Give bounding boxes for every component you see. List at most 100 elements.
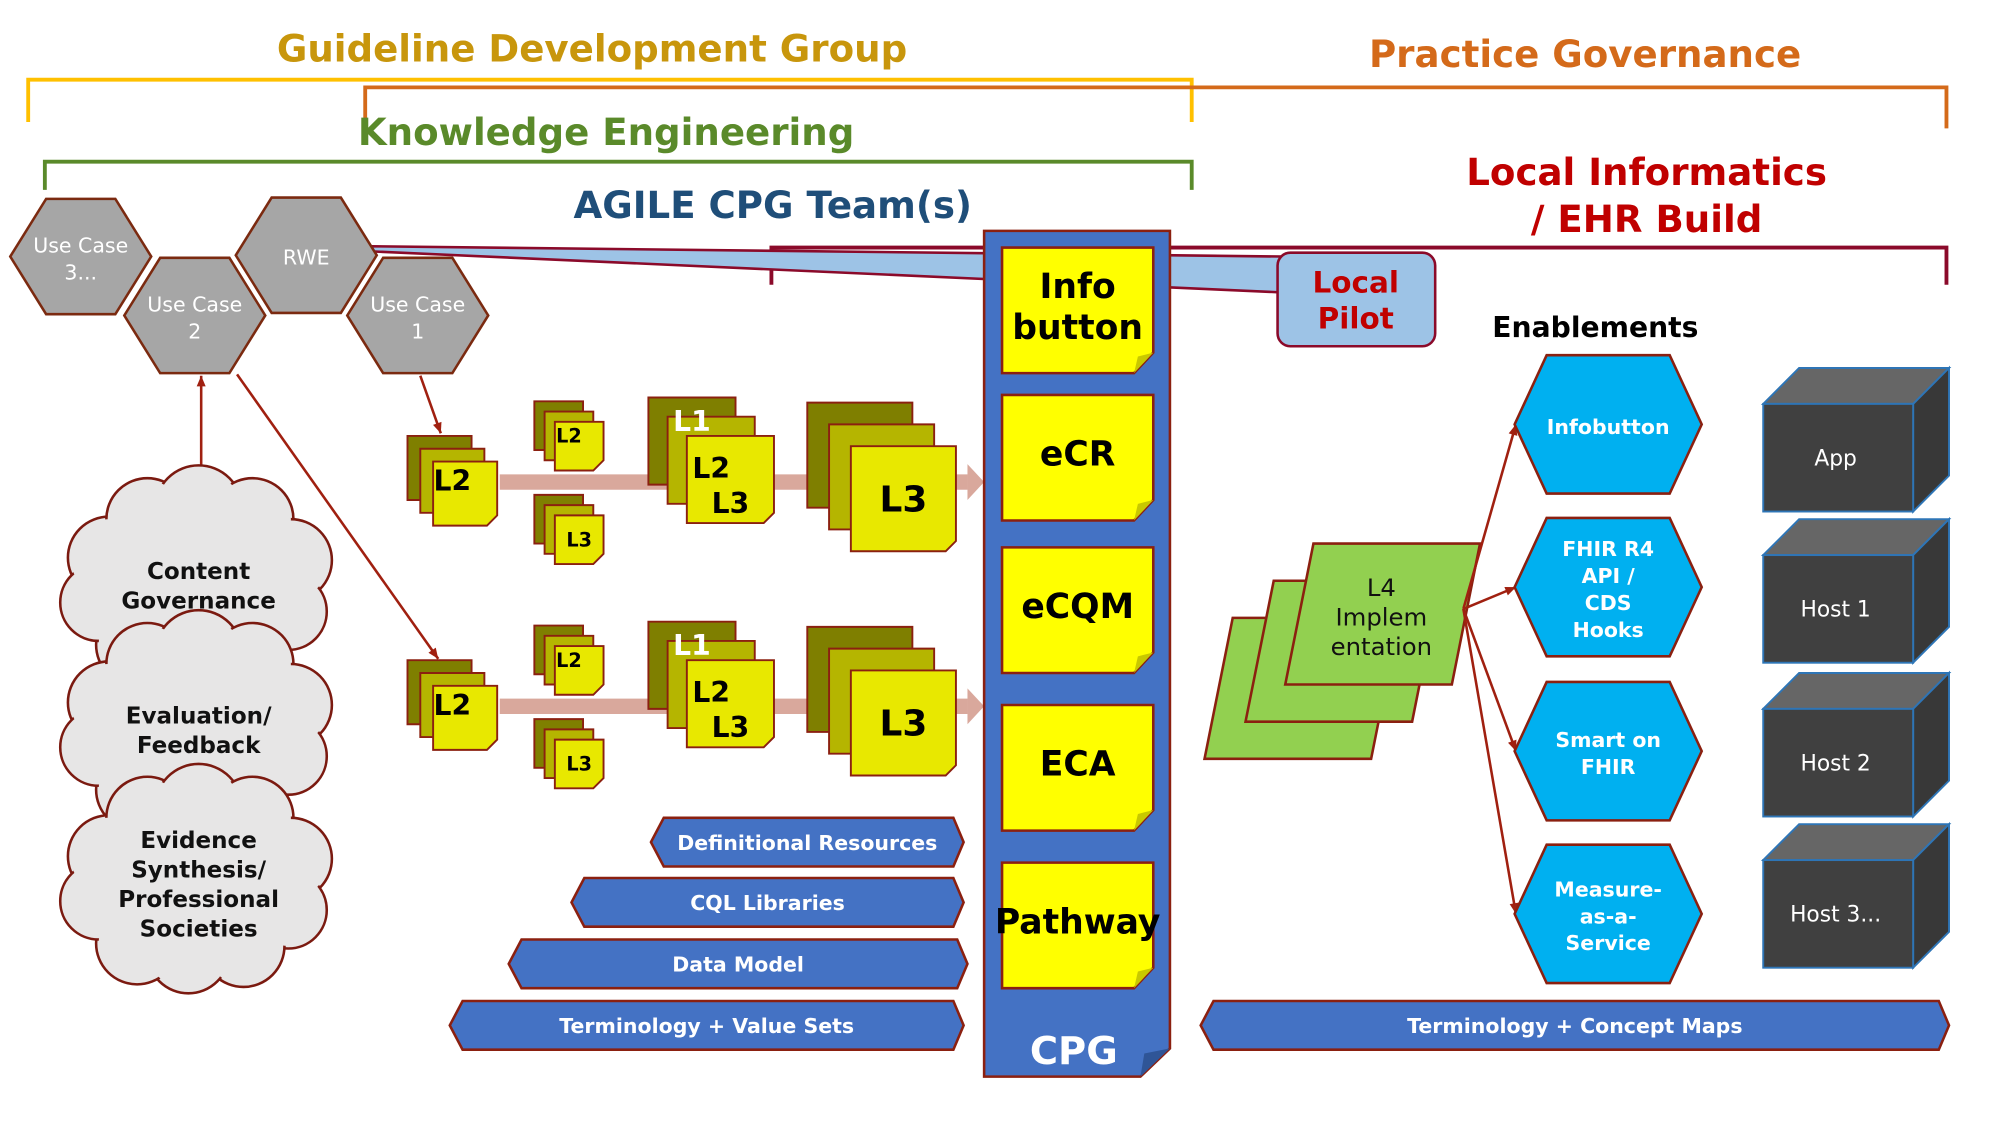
use-case-hex	[8, 197, 153, 316]
resource-band-label: CQL Libraries	[690, 891, 845, 915]
usecase2-to-row2-arrow-head	[428, 647, 439, 659]
local-pilot-line-2: Pilot	[1318, 301, 1394, 335]
l2-stack-doc	[432, 684, 499, 751]
cloud-label-line-2: Synthesis/	[131, 857, 266, 883]
small-l3-stack-doc	[553, 514, 605, 566]
small-l2-stack-doc	[553, 420, 605, 472]
enablement-label-line-4: Hooks	[1573, 618, 1644, 642]
practice-title: Practice Governance	[1369, 33, 1801, 76]
resource-band	[507, 938, 969, 990]
usecase1-to-row1-arrow-head	[433, 421, 442, 434]
l3-stack-doc	[849, 445, 957, 553]
l1-stack-label: L2	[692, 452, 730, 485]
cloud-label-line-1: Evidence	[140, 828, 257, 854]
flow-arrow-head	[967, 688, 985, 725]
concept-maps-band	[1199, 999, 1951, 1051]
local-title-1: Local Informatics	[1466, 151, 1827, 194]
use-case-hex	[122, 256, 267, 375]
knowledge-title: Knowledge Engineering	[358, 111, 855, 154]
cloud	[58, 762, 334, 995]
cpg-card-label-line-1: ECA	[1040, 745, 1116, 785]
cpg-card-label-line-1: eCQM	[1021, 587, 1134, 627]
l4-label-line-2: Implem	[1335, 603, 1427, 632]
use-case-hex	[345, 256, 490, 375]
l1-stack-doc	[685, 659, 775, 749]
l1-stack-label: L3	[712, 711, 750, 744]
l1-stack-label: L1	[673, 629, 711, 662]
cloud-label-line-2: Feedback	[137, 733, 261, 759]
cloud-label-line-1: Content	[147, 559, 250, 585]
l1-stack-label: L2	[692, 676, 730, 709]
enablement-arrow-head	[1508, 739, 1517, 752]
resource-band	[570, 876, 966, 928]
enablement-label-line-3: Service	[1566, 931, 1651, 955]
l2-stack-doc	[432, 460, 499, 527]
host-label: Host 3...	[1790, 903, 1881, 928]
host-label: App	[1814, 446, 1857, 471]
use-case-label-line-2: 3...	[64, 260, 97, 284]
host-cube	[1760, 516, 1952, 666]
card-fold	[1134, 352, 1154, 374]
enablement-label-line-2: as-a-	[1580, 904, 1637, 928]
cloud-to-usecase-arrow-head	[196, 375, 206, 387]
host-cube	[1760, 821, 1952, 971]
l4-label-line-3: entation	[1331, 632, 1432, 661]
resource-band	[649, 816, 966, 868]
cpg-card-label-line-1: Info	[1040, 267, 1116, 307]
resource-band-label: Terminology + Value Sets	[559, 1014, 854, 1038]
use-case-label-line-2: 2	[188, 319, 201, 343]
guideline-title: Guideline Development Group	[277, 28, 907, 71]
enablement-label-line-1: Measure-	[1554, 877, 1661, 901]
card-fold	[1134, 810, 1154, 831]
local-title-2: / EHR Build	[1531, 198, 1762, 241]
flow-arrow-head	[967, 464, 985, 500]
agile-title: AGILE CPG Team(s)	[573, 184, 972, 227]
l3-stack-label: L3	[879, 479, 927, 520]
host-cube	[1760, 670, 1952, 819]
cpg-card-label-line-1: Pathway	[995, 902, 1161, 942]
host-cube	[1760, 365, 1952, 514]
l3-stack-doc	[849, 669, 957, 777]
enablement-hex	[1513, 353, 1704, 495]
small-l2-stack-doc	[553, 645, 605, 696]
enablement-arrow	[1462, 608, 1518, 915]
cloud-label-line-3: Professional	[118, 887, 279, 913]
cpg-label: CPG	[1030, 1029, 1118, 1074]
use-case-hex	[234, 196, 379, 315]
enablement-hex	[1513, 843, 1704, 985]
card-fold	[1134, 652, 1154, 673]
local-pilot-box	[1276, 251, 1437, 348]
l2-stack-label: L2	[434, 465, 472, 498]
resource-band-label: Data Model	[672, 953, 804, 977]
use-case-label-line-1: Use Case	[33, 233, 128, 257]
small-l3-stack-label: L3	[566, 753, 592, 776]
small-l3-stack-label: L3	[566, 528, 592, 551]
enablement-label-line-2: FHIR	[1581, 755, 1636, 779]
host-label: Host 2	[1800, 751, 1870, 776]
enablements-title: Enablements	[1492, 311, 1698, 344]
knowledge-bracket	[42, 159, 1194, 190]
enablement-label-line-3: CDS	[1585, 591, 1632, 615]
l2-stack-label: L2	[434, 689, 472, 722]
resource-band	[448, 999, 966, 1051]
small-l2-stack-label: L2	[556, 649, 582, 672]
enablement-label-line-1: Infobutton	[1547, 415, 1670, 439]
l4-label-line-1: L4	[1367, 573, 1396, 602]
l1-stack-label: L1	[673, 405, 711, 438]
host-label: Host 1	[1800, 598, 1870, 623]
small-l2-stack-label: L2	[556, 425, 582, 448]
l3-stack-label: L3	[879, 704, 927, 745]
l1-stack-doc	[685, 434, 775, 525]
use-case-label-line-1: RWE	[283, 246, 330, 270]
enablement-arrow	[1462, 424, 1518, 610]
l1-stack-label: L3	[712, 487, 750, 520]
resource-band-label: Definitional Resources	[677, 831, 937, 855]
cloud-label-line-1: Evaluation/	[126, 704, 272, 730]
cpg-card-label-line-2: button	[1012, 308, 1143, 348]
enablement-arrow-head	[1504, 587, 1516, 596]
l4-implementation-doc	[1283, 542, 1482, 686]
cpg-card-label-line-1: eCR	[1040, 435, 1115, 475]
card-fold	[1134, 967, 1154, 989]
